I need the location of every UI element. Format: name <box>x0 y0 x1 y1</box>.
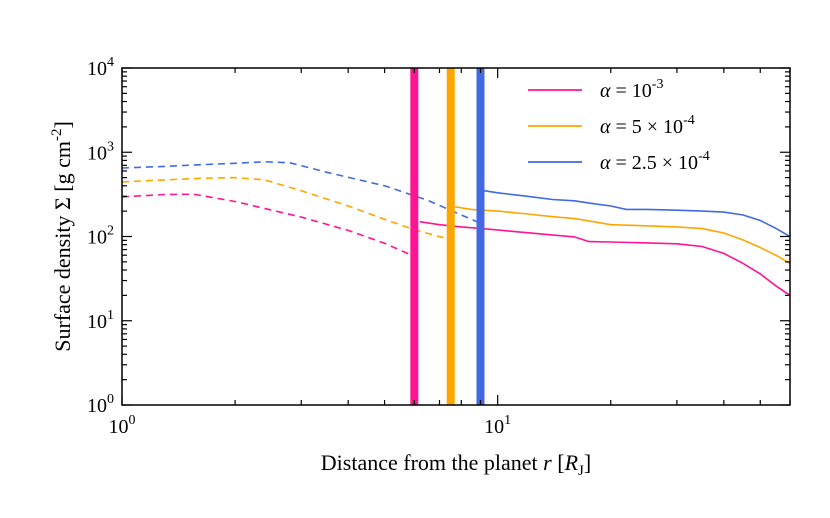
y-tick-label: 100 <box>87 392 114 417</box>
y-tick-label: 104 <box>87 55 114 80</box>
legend-label-3: α = 2.5 × 10-4 <box>600 149 710 174</box>
legend-label-2: α = 5 × 10-4 <box>600 113 695 138</box>
series-1-dashed-line <box>122 193 412 256</box>
y-tick-label: 103 <box>87 139 114 164</box>
series-3-solid-line <box>483 189 790 238</box>
y-tick-label: 102 <box>87 224 114 249</box>
series-2-dashed-line <box>122 176 447 240</box>
x-tick-label: 100 <box>109 413 136 438</box>
x-tick-label: 101 <box>484 413 511 438</box>
legend: α = 10-3 α = 5 × 10-4 α = 2.5 × 10-4 <box>528 77 710 174</box>
series-2-solid-line <box>454 206 790 265</box>
x-axis-title: Distance from the planet r [RJ] <box>321 450 591 479</box>
series-3-dashed-line <box>122 160 478 223</box>
plot-area <box>122 68 790 405</box>
y-tick-label: 101 <box>87 308 114 333</box>
series-1-solid-line <box>419 220 790 297</box>
legend-label-1: α = 10-3 <box>600 77 663 102</box>
axis-ticks: 100 101 100 101 102 103 104 <box>87 55 791 438</box>
y-axis-title: Surface density Σ [g cm-2] <box>49 121 75 352</box>
